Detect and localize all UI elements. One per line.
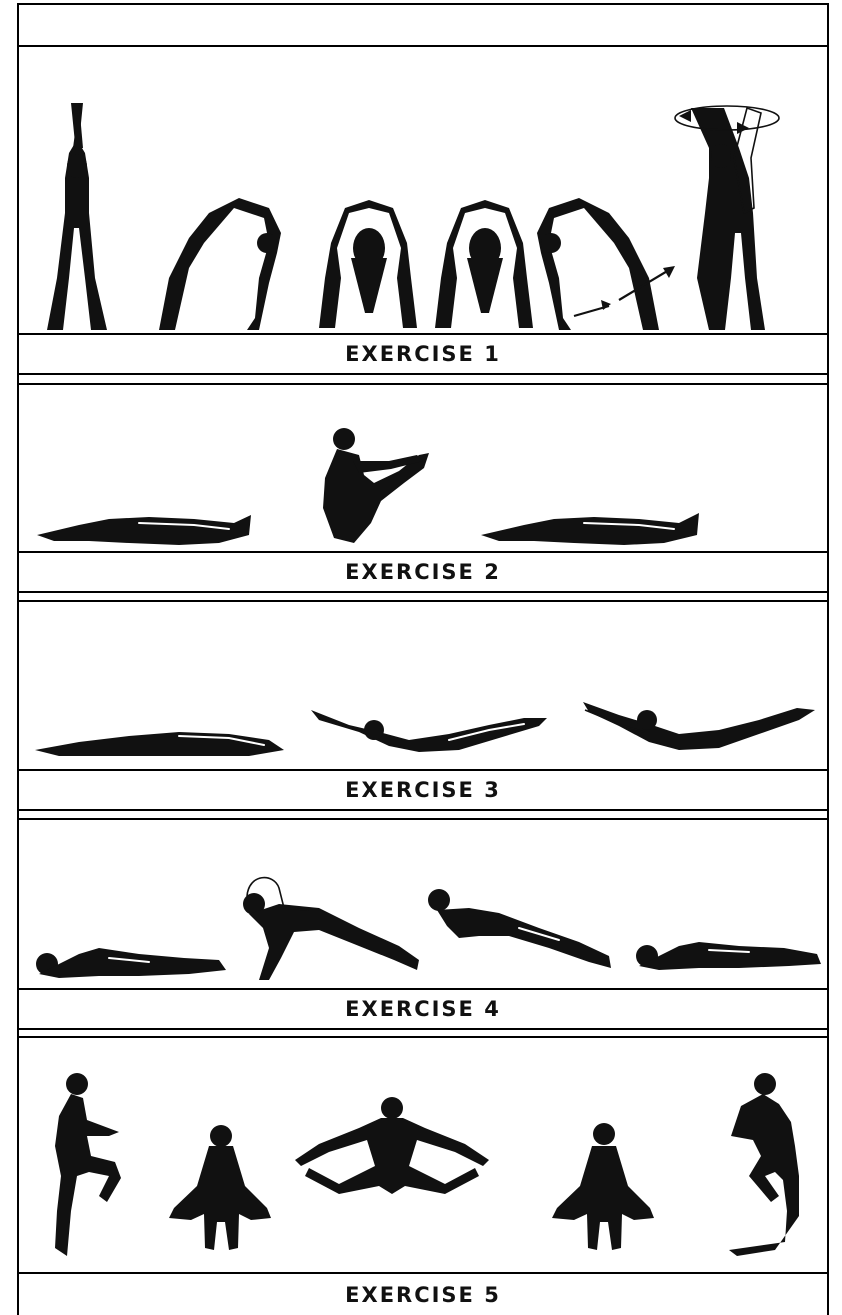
figure-push-up-down — [428, 889, 611, 968]
figure-bent-over-side-2 — [537, 198, 675, 330]
exercise-3-illustration — [19, 600, 827, 768]
figure-lying-supine-2 — [481, 513, 699, 545]
figure-squat-front-2 — [552, 1123, 654, 1250]
figure-high-knee-right — [729, 1073, 799, 1256]
figure-standing-arms-up — [47, 103, 107, 330]
exercise-4-label: EXERCISE 4 — [17, 988, 829, 1030]
figure-prone-start — [36, 948, 226, 978]
figure-lying-supine-1 — [37, 515, 251, 545]
figure-straddle-jump — [295, 1097, 489, 1194]
figure-prone-flat — [35, 732, 284, 756]
exercise-1-label: EXERCISE 1 — [17, 333, 829, 375]
figure-v-sit — [323, 428, 429, 543]
figure-bent-over-side — [159, 198, 281, 330]
figure-bent-over-front-1 — [319, 200, 417, 328]
exercise-5-label: EXERCISE 5 — [17, 1272, 829, 1315]
exercise-3-label: EXERCISE 3 — [17, 769, 829, 811]
exercise-2-label: EXERCISE 2 — [17, 551, 829, 593]
figure-superman-arch-1 — [311, 710, 547, 752]
exercise-2-illustration — [19, 383, 827, 551]
header-rule — [17, 45, 829, 47]
figure-prone-end — [636, 942, 821, 970]
exercise-1-illustration — [19, 48, 827, 334]
figure-standing-twist — [675, 106, 779, 330]
figure-superman-arch-2 — [583, 702, 815, 750]
exercise-5-illustration — [19, 1036, 827, 1272]
figure-push-up-up — [243, 878, 419, 980]
figure-squat-front-1 — [169, 1125, 271, 1250]
figure-bent-over-front-2 — [435, 200, 533, 328]
exercise-4-illustration — [19, 818, 827, 988]
figure-high-knee-left — [55, 1073, 121, 1256]
